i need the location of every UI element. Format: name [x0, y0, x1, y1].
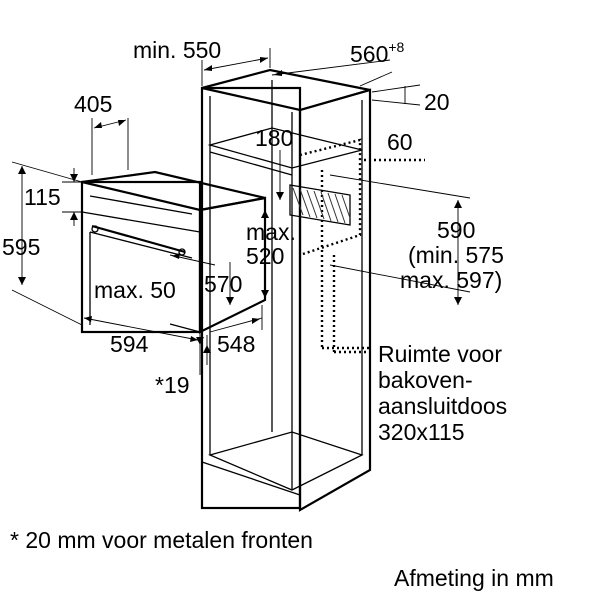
label-520: 520: [246, 243, 284, 269]
dim-405-line: [91, 118, 129, 175]
label-min-575: (min. 575: [408, 242, 504, 268]
callout-line-2: bakoven-: [378, 367, 473, 393]
label-560: 560+8: [350, 39, 405, 67]
label-60: 60: [387, 129, 413, 155]
oven: [80, 170, 267, 334]
dim-20-line: [371, 84, 421, 106]
dim-19-line: [196, 335, 211, 375]
callout-line-1: Ruimte voor: [378, 341, 502, 367]
label-590: 590: [437, 217, 475, 243]
label-180: 180: [255, 125, 293, 151]
label-19: *19: [155, 372, 190, 398]
callout-line-4: 320x115: [378, 419, 465, 445]
callout-leader: [332, 255, 372, 354]
label-405: 405: [74, 91, 112, 117]
dim-570-line: [226, 262, 234, 305]
label-max: max.: [246, 219, 296, 245]
dim-max-50-line: [169, 253, 216, 266]
label-max-50: max. 50: [94, 277, 176, 303]
dim-590-line: [329, 174, 471, 305]
label-max-597: max. 597): [400, 267, 502, 293]
dim-520-line: [261, 210, 269, 298]
dim-60-line: [361, 150, 425, 200]
callout-line-3: aansluitdoos: [378, 393, 507, 419]
label-594: 594: [110, 331, 149, 357]
label-20: 20: [424, 89, 450, 115]
label-595: 595: [2, 234, 40, 260]
footnote: * 20 mm voor metalen fronten: [10, 527, 313, 553]
units-note: Afmeting in mm: [394, 565, 554, 591]
dim-595-line: [11, 161, 83, 326]
dim-560-line: [271, 59, 393, 87]
label-115: 115: [24, 184, 61, 210]
label-570: 570: [204, 271, 242, 297]
label-548: 548: [217, 331, 255, 357]
dim-115-line: [62, 168, 82, 226]
label-min-550: min. 550: [133, 37, 221, 63]
oven-niche-outline: [299, 138, 372, 350]
connection-box: [289, 184, 351, 226]
dim-180-line: [276, 150, 284, 200]
dim-min-550-line: [201, 48, 271, 86]
cabinet: [200, 68, 372, 512]
dim-548-line: [209, 305, 263, 333]
